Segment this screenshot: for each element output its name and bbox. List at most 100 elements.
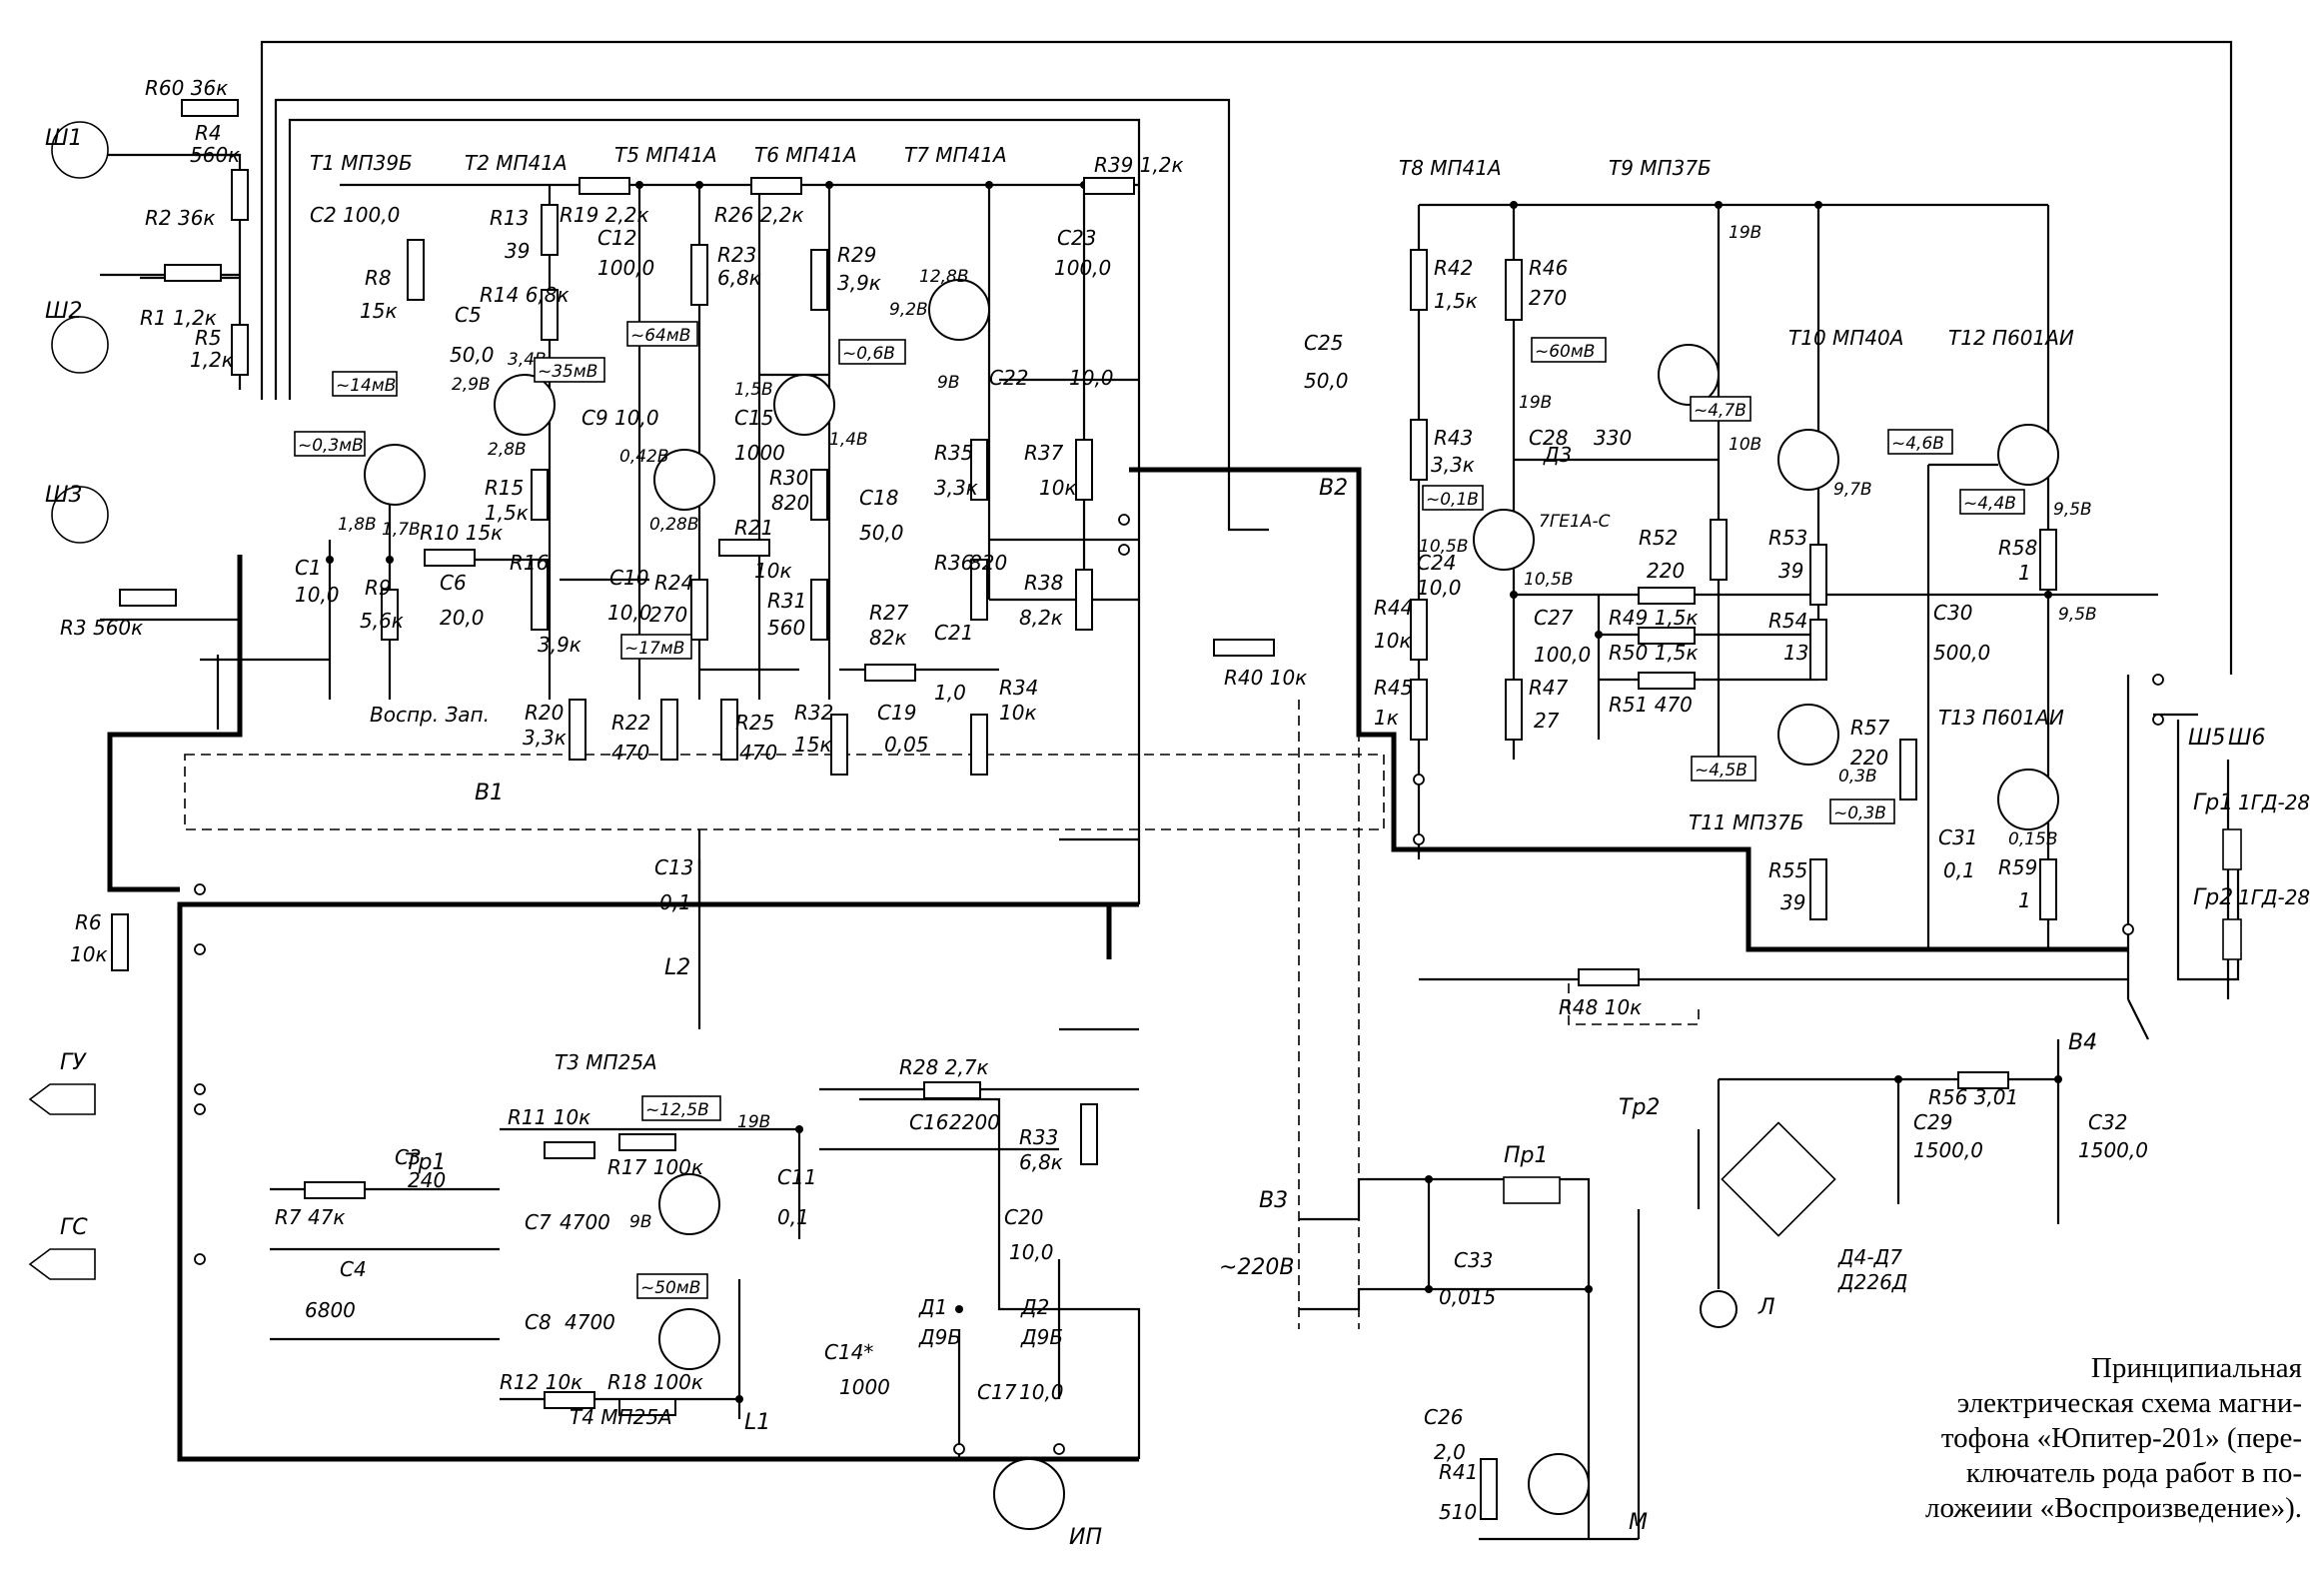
svg-text:C1: C1 [295,556,322,580]
resistor-value: 27 [1534,709,1560,733]
resistor-ref: R29 [837,243,876,267]
resistor-value: 10к [1270,666,1308,690]
resistor-value: 36к [191,76,229,100]
svg-text:C27: C27 [1534,606,1574,630]
svg-text:270: 270 [1529,286,1567,310]
resistor-ref: R8 [365,266,392,290]
resistor-value: 10к [1374,629,1412,653]
svg-text:15к: 15к [360,299,398,323]
resistor-value: 270 [1529,286,1567,310]
capacitor-value: 330 [1594,426,1632,450]
svg-text:1к: 1к [1374,706,1399,730]
svg-text:R17 100к: R17 100к [607,1155,703,1179]
resistor-value: 1,2к [173,306,217,330]
svg-text:4700: 4700 [560,1210,610,1234]
svg-text:1000: 1000 [839,1375,890,1399]
resistor-value: 15к [794,733,832,757]
capacitor-ref: C20 [1004,1205,1043,1229]
capacitor-ref: C26 [1424,1405,1463,1429]
capacitor-value: 10,0 [1009,1240,1054,1264]
voltage-label: 1,7В [382,520,421,540]
capacitor-value: 20,0 [440,606,485,630]
inductor-l2-label: L2 [664,955,690,980]
svg-text:27: 27 [1534,709,1560,733]
ac-signal-label: ~4,5В [1695,761,1747,781]
capacitor-value: 240 [408,1168,446,1192]
capacitor-ref: C16 [909,1110,948,1134]
resistor-ref: R20 [525,701,564,725]
svg-text:C23: C23 [1057,226,1096,250]
resistor-ref: R5 [195,326,222,350]
resistor-ref: R47 [1529,676,1569,700]
svg-text:500,0: 500,0 [1933,641,1990,665]
svg-text:C21: C21 [934,621,973,645]
svg-text:R10 15к: R10 15к [420,521,503,545]
transistor-label-t8: T8 МП41А [1399,156,1502,180]
resistor-ref: R58 [1998,536,2037,560]
switch-b4-label: B4 [2068,1030,2097,1055]
resistor-value: 10к [754,559,792,583]
svg-text:R56 3,01: R56 3,01 [1928,1085,2018,1109]
head-gu-label: ГУ [60,1050,87,1075]
svg-text:39: 39 [1778,559,1803,583]
capacitor-ref: C33 [1454,1248,1493,1272]
resistor-value: 3,3к [1431,453,1475,477]
transistor-label-t12: T12 П601АИ [1948,326,2074,350]
meter-ip-symbol [993,1458,1065,1530]
voltage-label: 10,5В [1419,537,1469,557]
fuse-label: Пр1 [1504,1143,1549,1168]
svg-text:R53: R53 [1768,526,1807,550]
resistor-ref: R27 [869,601,909,625]
bridge-type: Д226Д [1837,1270,1907,1294]
voltage-label: 0,3В [1838,767,1877,787]
transistor-label-t6: T6 МП41А [754,143,857,167]
resistor-value: 39 [505,239,530,263]
capacitor-ref: C27 [1534,606,1574,630]
resistor-ref: R60 [145,76,184,100]
svg-text:R30: R30 [769,466,808,490]
mode-label: Воспр. Зап. [370,703,490,727]
capacitor-value: 50,0 [859,521,904,545]
svg-text:C18: C18 [859,486,898,510]
svg-text:C9 10,0: C9 10,0 [581,406,659,430]
voltage-label: 1,8В [338,515,377,535]
voltage-label: 1,5В [734,380,773,400]
svg-text:R1 1,2к: R1 1,2к [140,306,217,330]
capacitor-ref: C2 [310,203,337,227]
svg-text:C28: C28 [1529,426,1568,450]
resistor-value: 3,01 [1974,1085,2019,1109]
svg-text:C20: C20 [1004,1205,1043,1229]
resistor-value: 1,5к [1434,289,1478,313]
capacitor-value: 2,0 [1434,1440,1466,1464]
capacitor-value: 50,0 [450,343,495,367]
svg-text:R2 36к: R2 36к [145,206,216,230]
capacitor-ref: C8 [525,1310,552,1334]
transistor-label-t2: T2 МП41А [465,151,568,175]
svg-text:R26 2,2к: R26 2,2к [714,203,804,227]
diode-d1-label: Д1 [918,1295,947,1319]
svg-text:510: 510 [1439,1500,1477,1524]
resistor-ref: R56 [1928,1085,1967,1109]
svg-text:6,8к: 6,8к [717,266,761,290]
resistor-ref: R17 [607,1155,647,1179]
svg-text:13: 13 [1783,641,1808,665]
svg-text:R11 10к: R11 10к [508,1105,590,1129]
svg-text:100,0: 100,0 [597,256,654,280]
head-gs-label: ГС [60,1215,88,1240]
voltage-label: 2,8В [488,440,527,460]
speaker-gr2-label: Гр2 [2193,885,2233,910]
svg-text:R39 1,2к: R39 1,2к [1094,153,1184,177]
svg-text:R5: R5 [195,326,222,350]
resistor-ref: R10 [420,521,459,545]
svg-text:1,5к: 1,5к [485,501,529,525]
svg-text:10,0: 10,0 [295,583,340,607]
capacitor-ref: C25 [1304,331,1343,355]
resistor-ref: R13 [490,206,529,230]
resistor-ref: R34 [999,676,1038,700]
svg-text:0,015: 0,015 [1439,1285,1496,1309]
capacitor-value: 1500,0 [2078,1138,2148,1162]
voltage-label: 9,2В [889,300,928,320]
svg-text:R38: R38 [1024,571,1063,595]
svg-text:470: 470 [611,741,649,765]
svg-text:39: 39 [505,239,530,263]
